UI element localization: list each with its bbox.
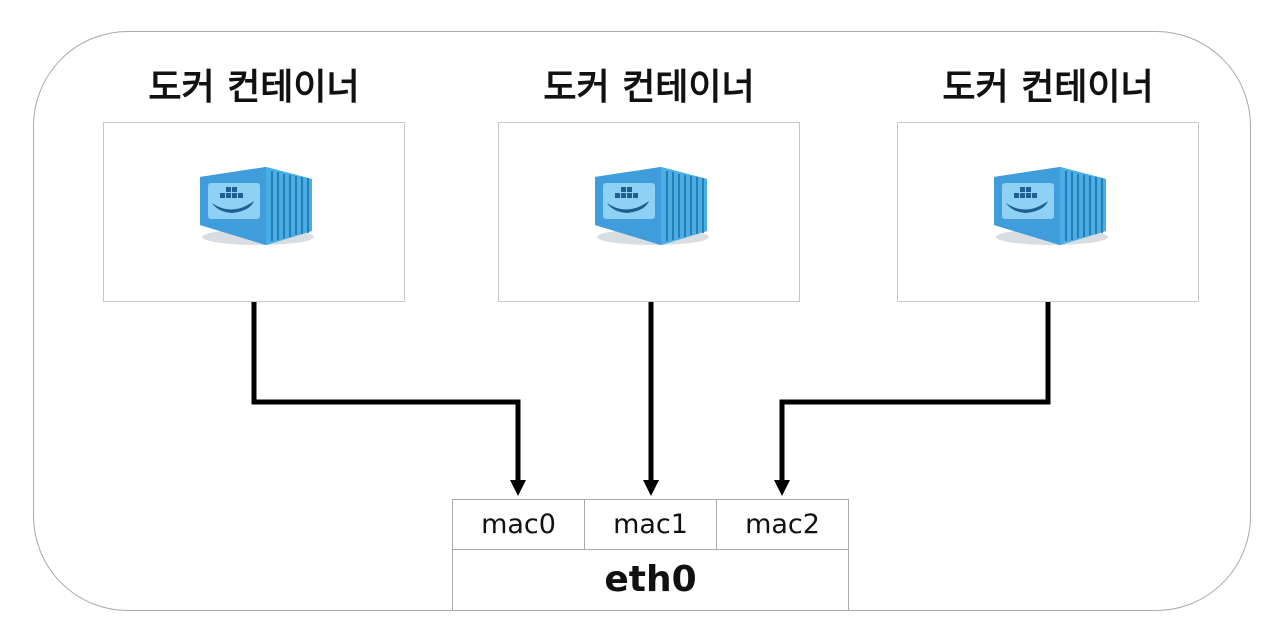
mac-address-row: mac0 mac1 mac2 [453, 500, 848, 550]
arrow-head-2 [774, 480, 790, 496]
container-title-1: 도커 컨테이너 [543, 67, 755, 108]
mac-cell-2: mac2 [745, 509, 820, 540]
mac-cell-0: mac0 [453, 500, 585, 549]
arrow-head-1 [643, 480, 659, 496]
arrow-head-0 [510, 480, 526, 496]
container-box-2 [897, 122, 1199, 302]
container-box-0 [103, 122, 405, 302]
container-title-2: 도커 컨테이너 [942, 67, 1154, 108]
connector-line-2 [779, 302, 1051, 482]
interface-name: eth0 [604, 559, 697, 600]
docker-container-icon [200, 167, 314, 245]
network-interface: mac0 mac1 mac2 eth0 [452, 499, 849, 611]
container-box-1 [498, 122, 800, 302]
docker-container-icon [595, 167, 709, 245]
docker-container-icon [994, 167, 1108, 245]
container-title-0: 도커 컨테이너 [148, 67, 360, 108]
mac-cell-1: mac1 [585, 500, 717, 549]
connector-line-0 [251, 302, 521, 482]
